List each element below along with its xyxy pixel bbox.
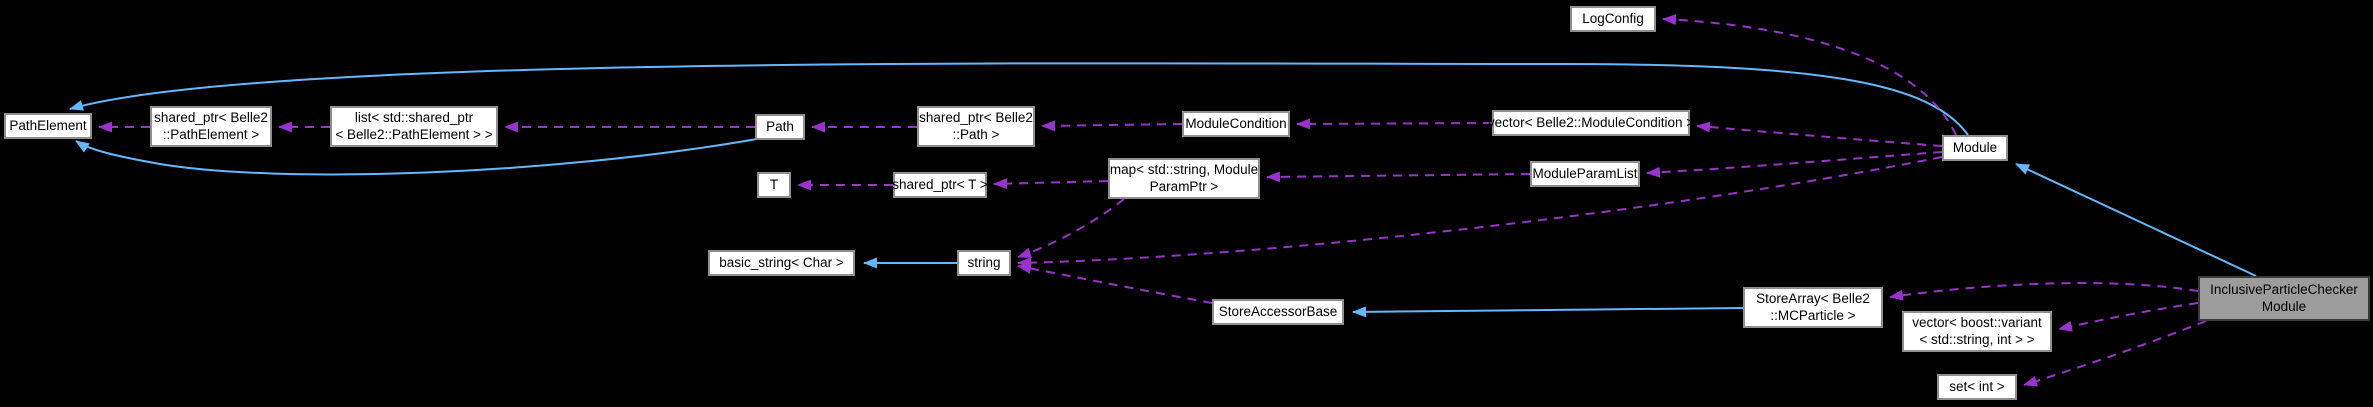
node-label: vector< boost::variant bbox=[1912, 315, 2042, 330]
node-label: ModuleParamList bbox=[1532, 165, 1638, 181]
node-t[interactable]: T bbox=[757, 172, 791, 198]
node-label: set< int > bbox=[1949, 378, 2005, 394]
node-vector-modulecondition[interactable]: vector< Belle2::ModuleCondition > bbox=[1488, 110, 1694, 136]
edge-module-to-logconfig bbox=[1662, 14, 1957, 136]
node-label: < Belle2::PathElement > > bbox=[335, 126, 493, 142]
node-storeaccessorbase[interactable]: StoreAccessorBase bbox=[1212, 299, 1344, 325]
node-string[interactable]: string bbox=[957, 250, 1011, 276]
edge-map-moduleparamptr-to-string bbox=[1017, 198, 1125, 258]
node-label: shared_ptr< T > bbox=[892, 176, 988, 192]
edge-path-to-pathelement bbox=[75, 138, 758, 176]
node-basic-string-char[interactable]: basic_string< Char > bbox=[708, 250, 855, 276]
edge-vector-modulecondition-to-modulecondition bbox=[1296, 118, 1493, 130]
edge-moduleparamlist-to-map-moduleparamptr bbox=[1266, 171, 1531, 183]
node-label: < std::string, int > > bbox=[1919, 331, 2035, 347]
node-label: map< std::string, Module bbox=[1109, 162, 1259, 177]
node-label: Path bbox=[766, 118, 794, 134]
node-set-int[interactable]: set< int > bbox=[1937, 374, 2017, 400]
edge-storearray-mcparticle-to-storeaccessorbase bbox=[1352, 306, 1744, 318]
node-modulecondition[interactable]: ModuleCondition bbox=[1182, 111, 1290, 137]
node-label: InclusiveParticleChecker bbox=[2210, 282, 2358, 297]
node-label: Module bbox=[1952, 139, 1998, 155]
node-label: T bbox=[769, 176, 779, 192]
node-path[interactable]: Path bbox=[755, 114, 805, 140]
node-label: ::Path > bbox=[952, 126, 1000, 142]
node-module[interactable]: Module bbox=[1942, 135, 2008, 161]
edge-storeaccessorbase-to-string bbox=[1017, 263, 1213, 304]
node-shared-ptr-t[interactable]: shared_ptr< T > bbox=[892, 172, 988, 198]
node-storearray-mcparticle[interactable]: StoreArray< Belle2::MCParticle > bbox=[1743, 287, 1883, 328]
node-logconfig[interactable]: LogConfig bbox=[1570, 6, 1656, 32]
edge-modulecondition-to-shared-ptr-path bbox=[1041, 120, 1183, 132]
node-label: ::MCParticle > bbox=[1770, 307, 1856, 323]
node-label: string bbox=[967, 254, 1001, 270]
node-label: ModuleCondition bbox=[1185, 115, 1287, 131]
edge-group bbox=[69, 14, 2257, 387]
node-label: ParamPtr > bbox=[1149, 178, 1219, 194]
node-label: list< std::shared_ptr bbox=[354, 110, 474, 125]
edge-module-to-pathelement bbox=[69, 62, 1969, 136]
node-shared-ptr-pathelement[interactable]: shared_ptr< Belle2::PathElement > bbox=[150, 106, 272, 147]
node-list-shared-ptr-pathelement[interactable]: list< std::shared_ptr< Belle2::PathEleme… bbox=[330, 106, 498, 147]
node-label: PathElement bbox=[9, 117, 87, 133]
node-vector-boost-variant[interactable]: vector< boost::variant< std::string, int… bbox=[1902, 311, 2052, 352]
node-label: basic_string< Char > bbox=[719, 254, 844, 270]
edge-map-moduleparamptr-to-shared-ptr-t bbox=[993, 178, 1109, 190]
edge-inclusiveparticlecheckermodule-to-module bbox=[2015, 163, 2257, 277]
node-label: ::PathElement > bbox=[162, 126, 260, 142]
edge-module-to-moduleparamlist bbox=[1646, 151, 1943, 178]
node-shared-ptr-path[interactable]: shared_ptr< Belle2::Path > bbox=[917, 106, 1035, 147]
node-label: Module bbox=[2261, 298, 2307, 314]
node-pathelement[interactable]: PathElement bbox=[4, 113, 92, 139]
node-label: StoreAccessorBase bbox=[1218, 303, 1338, 319]
edge-inclusiveparticlecheckermodule-to-vector-boost-variant bbox=[2058, 302, 2199, 332]
node-label: LogConfig bbox=[1582, 10, 1644, 26]
node-label: shared_ptr< Belle2 bbox=[154, 110, 268, 125]
node-label: StoreArray< Belle2 bbox=[1756, 291, 1870, 306]
edge-inclusiveparticlecheckermodule-to-storearray-mcparticle bbox=[1889, 282, 2199, 301]
edge-module-to-string bbox=[1017, 156, 1943, 269]
edge-module-to-vector-modulecondition bbox=[1696, 121, 1943, 147]
node-moduleparamlist[interactable]: ModuleParamList bbox=[1530, 161, 1640, 187]
edge-inclusiveparticlecheckermodule-to-set-int bbox=[2023, 320, 2207, 387]
node-label: shared_ptr< Belle2 bbox=[919, 110, 1033, 125]
node-label: vector< Belle2::ModuleCondition > bbox=[1487, 114, 1695, 130]
